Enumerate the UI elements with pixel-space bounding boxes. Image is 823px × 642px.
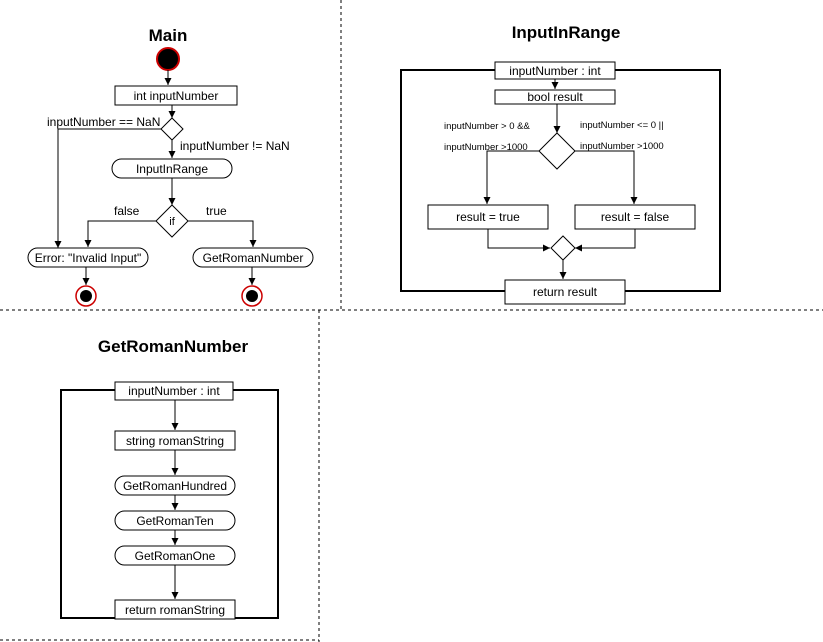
getroman-return-label: return romanString — [125, 603, 225, 617]
inputinrange-cond-false-1: inputNumber <= 0 || — [580, 120, 664, 131]
inputinrange-result-false-label: result = false — [601, 210, 670, 224]
main-error-label: Error: "Invalid Input" — [35, 251, 142, 265]
getroman-section: GetRomanNumber inputNumber : int string … — [60, 337, 279, 620]
main-not-nan-label: inputNumber != NaN — [180, 139, 290, 153]
getroman-title: GetRomanNumber — [98, 337, 249, 356]
inputinrange-return-box — [504, 279, 626, 305]
getroman-param-label: inputNumber : int — [128, 384, 220, 398]
inputinrange-decision — [538, 132, 576, 170]
getroman-string-label: string romanString — [126, 434, 224, 448]
main-inputinrange-label: InputInRange — [136, 162, 208, 176]
main-true-label: true — [206, 204, 227, 218]
getroman-one-label: GetRomanOne — [135, 549, 216, 563]
inputinrange-cond-true-1: inputNumber > 0 && — [444, 121, 530, 132]
main-error-action — [27, 247, 149, 268]
inputinrange-title: InputInRange — [512, 23, 621, 42]
inputinrange-merge — [550, 235, 576, 261]
inputinrange-section: InputInRange inputNumber : int bool resu… — [400, 23, 721, 305]
getroman-frame — [60, 389, 279, 619]
getroman-ten-label: GetRomanTen — [136, 514, 213, 528]
inputinrange-cond-false-2: inputNumber >1000 — [580, 141, 664, 152]
main-nan-decision — [160, 117, 184, 141]
main-declare-label: int inputNumber — [134, 89, 219, 103]
main-section: Main int inputNumber inputNumber == NaN … — [27, 26, 314, 307]
inputinrange-result-false-box — [574, 204, 696, 230]
main-if-label: if — [169, 216, 175, 228]
main-initial-node — [156, 47, 180, 71]
inputinrange-bool-box — [494, 89, 616, 105]
getroman-hundred-label: GetRomanHundred — [123, 479, 227, 493]
main-getroman-action — [192, 247, 314, 268]
main-if-decision — [155, 204, 189, 238]
getroman-return-box — [114, 599, 236, 620]
main-getroman-label: GetRomanNumber — [203, 251, 304, 265]
main-final-node-success — [241, 285, 263, 307]
inputinrange-cond-true-2: inputNumber >1000 — [444, 142, 528, 153]
main-false-label: false — [114, 204, 140, 218]
main-nan-label: inputNumber == NaN — [47, 115, 160, 129]
inputinrange-param-label: inputNumber : int — [509, 64, 601, 78]
inputinrange-result-true-label: result = true — [456, 210, 520, 224]
main-title: Main — [149, 26, 188, 45]
inputinrange-bool-label: bool result — [527, 90, 583, 104]
getroman-param-box — [114, 381, 234, 401]
main-declare-box — [114, 85, 238, 106]
inputinrange-result-true-box — [427, 204, 549, 230]
main-final-node-error — [75, 285, 97, 307]
inputinrange-return-label: return result — [533, 285, 598, 299]
